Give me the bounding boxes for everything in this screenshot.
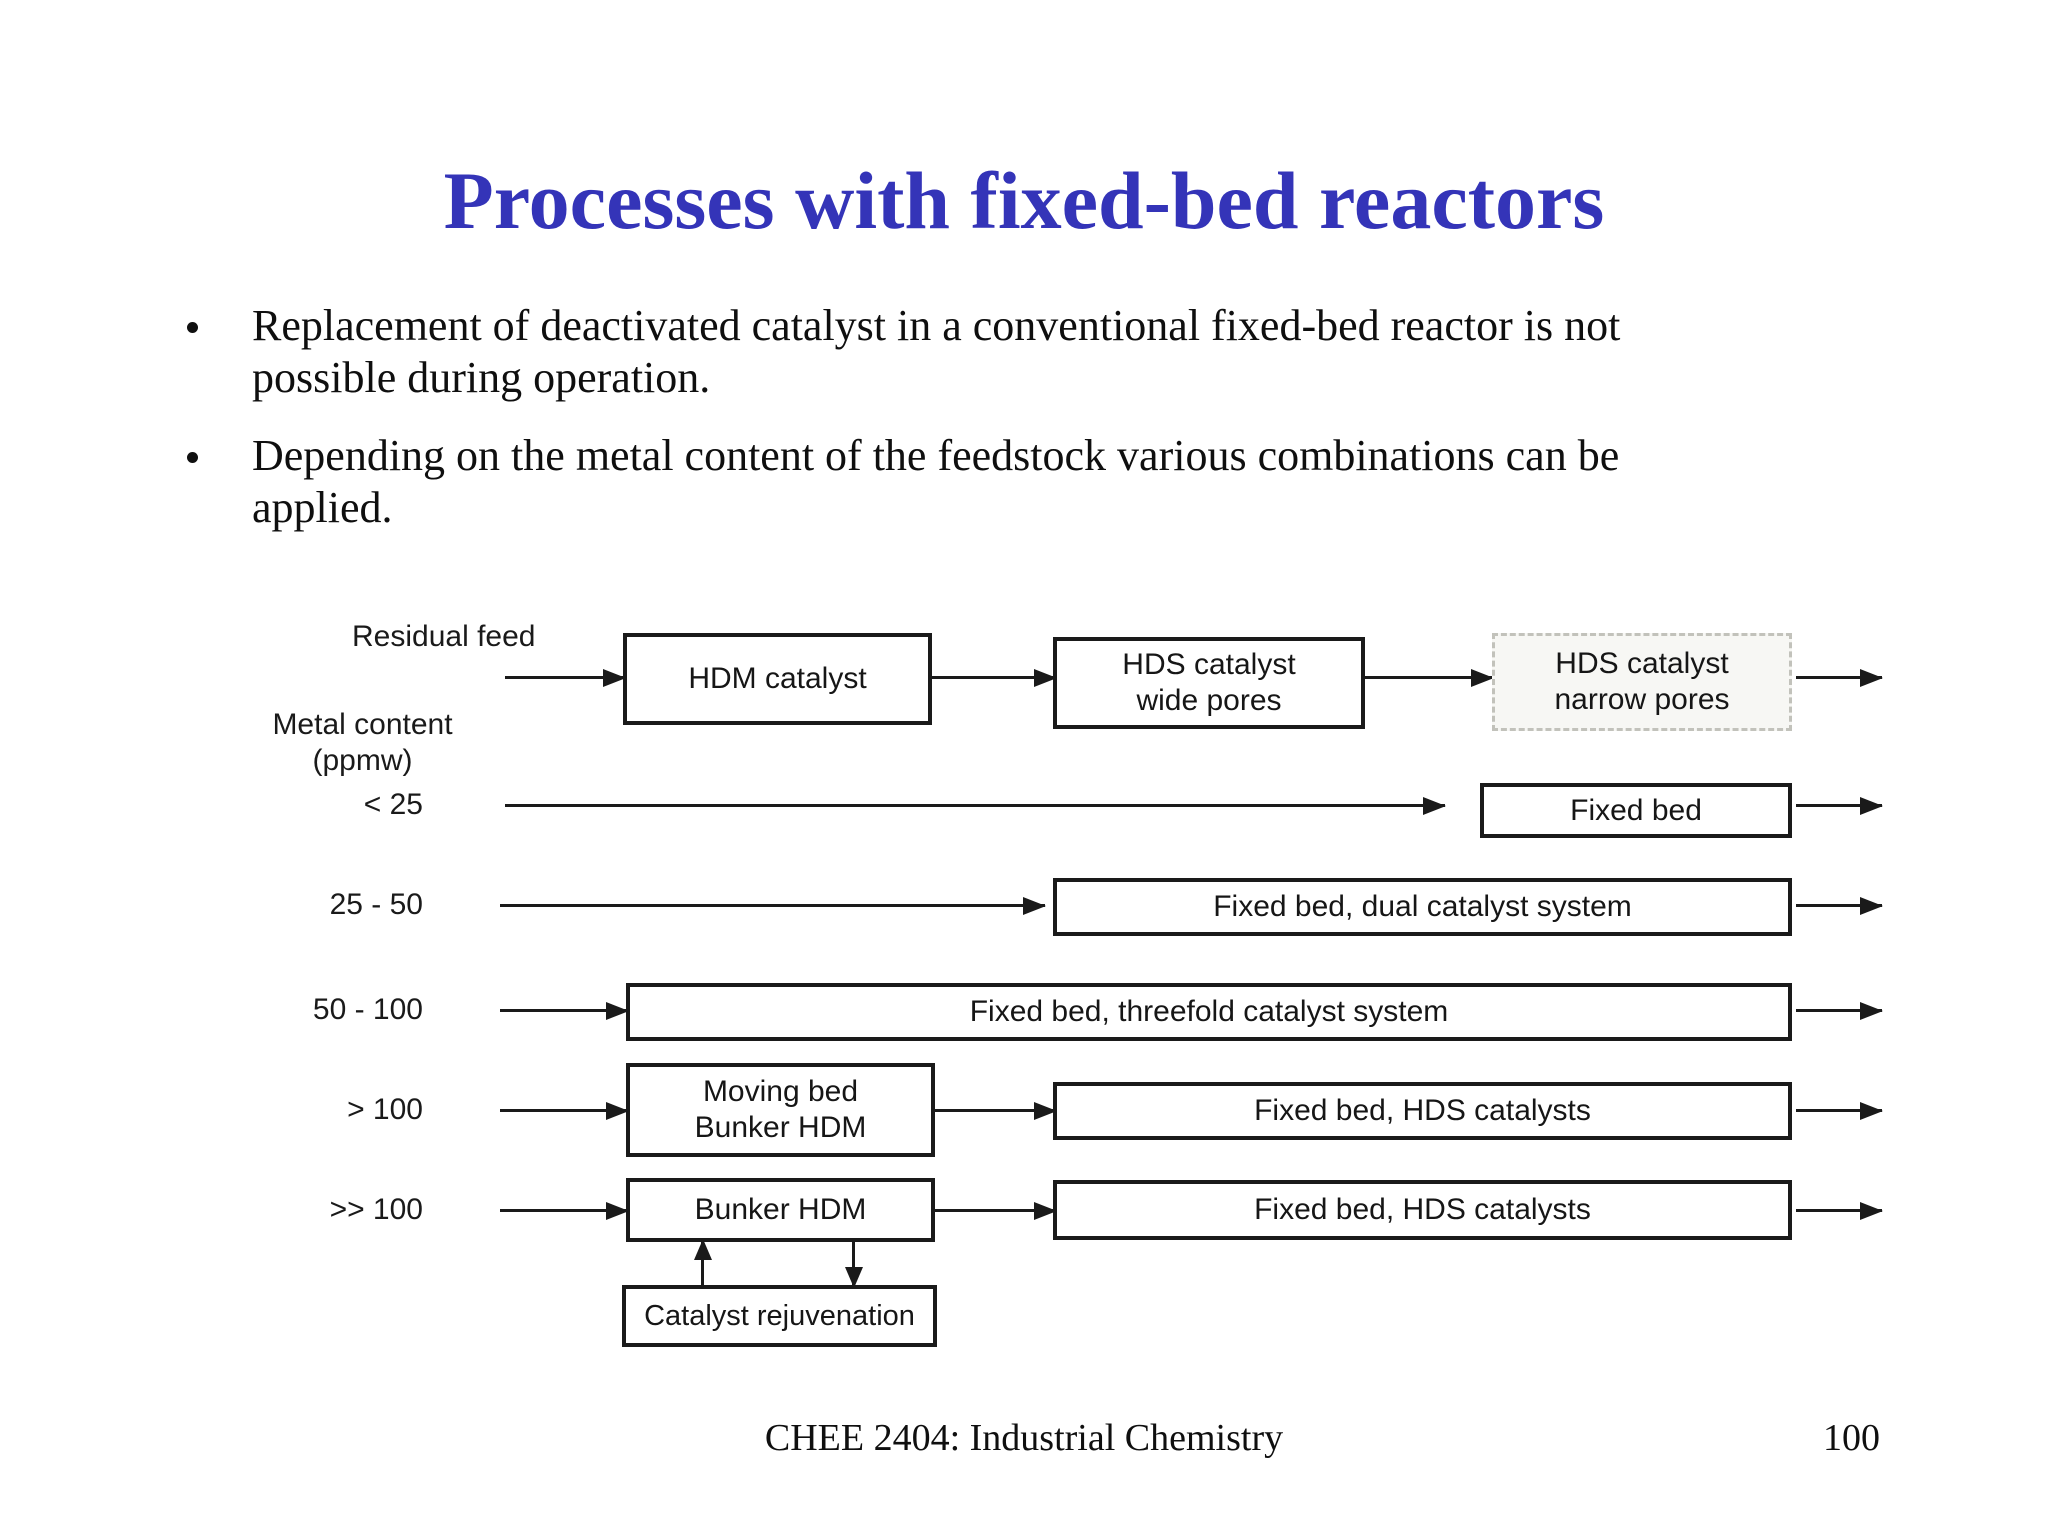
moving-bed-bunker-hdm-box: Moving bed Bunker HDM [626,1063,935,1157]
row-gtgt100-arrow [500,1209,628,1212]
catalyst-rejuvenation-box: Catalyst rejuvenation [622,1285,937,1347]
bullet-icon [187,452,198,463]
row-25-50-out-arrow [1796,904,1882,907]
bullet-icon [187,322,198,333]
hds-narrow-pores-line2: narrow pores [1554,683,1730,716]
bullet-text-line: applied. [252,483,393,532]
row-gtgt100-out-arrow [1796,1209,1882,1212]
bunker-hdm-label: Bunker HDM [694,1193,867,1226]
moving-bed-line2: Bunker HDM [694,1111,867,1144]
row-50-100-arrow [500,1009,628,1012]
bunker-hdm-box: Bunker HDM [626,1178,935,1242]
footer-page-number: 100 [1823,1417,1880,1459]
hds-wide-pores-box: HDS catalyst wide pores [1053,637,1365,729]
footer-course-label: CHEE 2404: Industrial Chemistry [764,1417,1284,1459]
fixed-bed-dual-label: Fixed bed, dual catalyst system [1213,890,1632,923]
fixed-bed-label: Fixed bed [1570,793,1702,827]
rejuvenation-feed-arrow [852,1240,855,1287]
fixed-bed-hds-label-2: Fixed bed, HDS catalysts [1254,1193,1591,1226]
row-50-100-out-arrow [1796,1009,1882,1012]
hds-narrow-pores-box: HDS catalyst narrow pores [1492,633,1792,731]
residual-feed-label: Residual feed [352,620,536,653]
page-title: Processes with fixed-bed reactors [443,155,1605,246]
fixed-bed-hds-box-1: Fixed bed, HDS catalysts [1053,1082,1792,1140]
row-gt100-out-arrow [1796,1109,1882,1112]
hdm-catalyst-box: HDM catalyst [623,633,932,725]
hds-narrow-pores-line1: HDS catalyst [1555,647,1729,680]
feed-in-arrow [505,676,625,679]
hds-wide-pores-line1: HDS catalyst [1122,648,1296,681]
fixed-bed-hds-label-1: Fixed bed, HDS catalysts [1254,1094,1591,1127]
hdm-catalyst-label: HDM catalyst [688,662,867,695]
row-25-50-arrow [500,904,1045,907]
row-label-lt25: < 25 [363,788,423,821]
row-gt100-arrow [500,1109,628,1112]
arrow-bunker-to-fixed [933,1209,1056,1212]
ppmw-label: (ppmw) [312,744,413,777]
row-lt25-arrow [505,804,1445,807]
catalyst-rejuvenation-label: Catalyst rejuvenation [644,1300,915,1332]
bullet-item: Depending on the metal content of the fe… [185,430,1885,534]
arrow-wide-to-narrow [1363,676,1493,679]
fixed-bed-dual-box: Fixed bed, dual catalyst system [1053,878,1792,936]
row-label-50-100: 50 - 100 [312,993,423,1026]
arrow-moving-to-fixed [933,1109,1056,1112]
bullet-item: Replacement of deactivated catalyst in a… [185,300,1885,404]
row-label-gt100: > 100 [347,1093,423,1126]
bullet-list: Replacement of deactivated catalyst in a… [185,300,1885,560]
hds-wide-pores-line2: wide pores [1136,684,1282,717]
fixed-bed-hds-box-2: Fixed bed, HDS catalysts [1053,1180,1792,1240]
row-lt25-out-arrow [1796,804,1882,807]
row-label-25-50: 25 - 50 [329,888,423,921]
top-flow-out-arrow [1796,676,1882,679]
arrow-hdm-to-wide [930,676,1056,679]
metal-content-label: Metal content [272,708,453,741]
fixed-bed-threefold-label: Fixed bed, threefold catalyst system [969,995,1449,1028]
fixed-bed-threefold-box: Fixed bed, threefold catalyst system [626,983,1792,1041]
bullet-text-line: Replacement of deactivated catalyst in a… [252,301,1621,350]
bullet-text-line: possible during operation. [252,353,711,402]
rejuvenation-return-arrow [701,1240,704,1287]
row-label-gtgt100: >> 100 [329,1193,423,1226]
fixed-bed-box: Fixed bed [1480,783,1792,838]
moving-bed-line1: Moving bed [702,1075,859,1108]
bullet-text-line: Depending on the metal content of the fe… [252,431,1620,480]
